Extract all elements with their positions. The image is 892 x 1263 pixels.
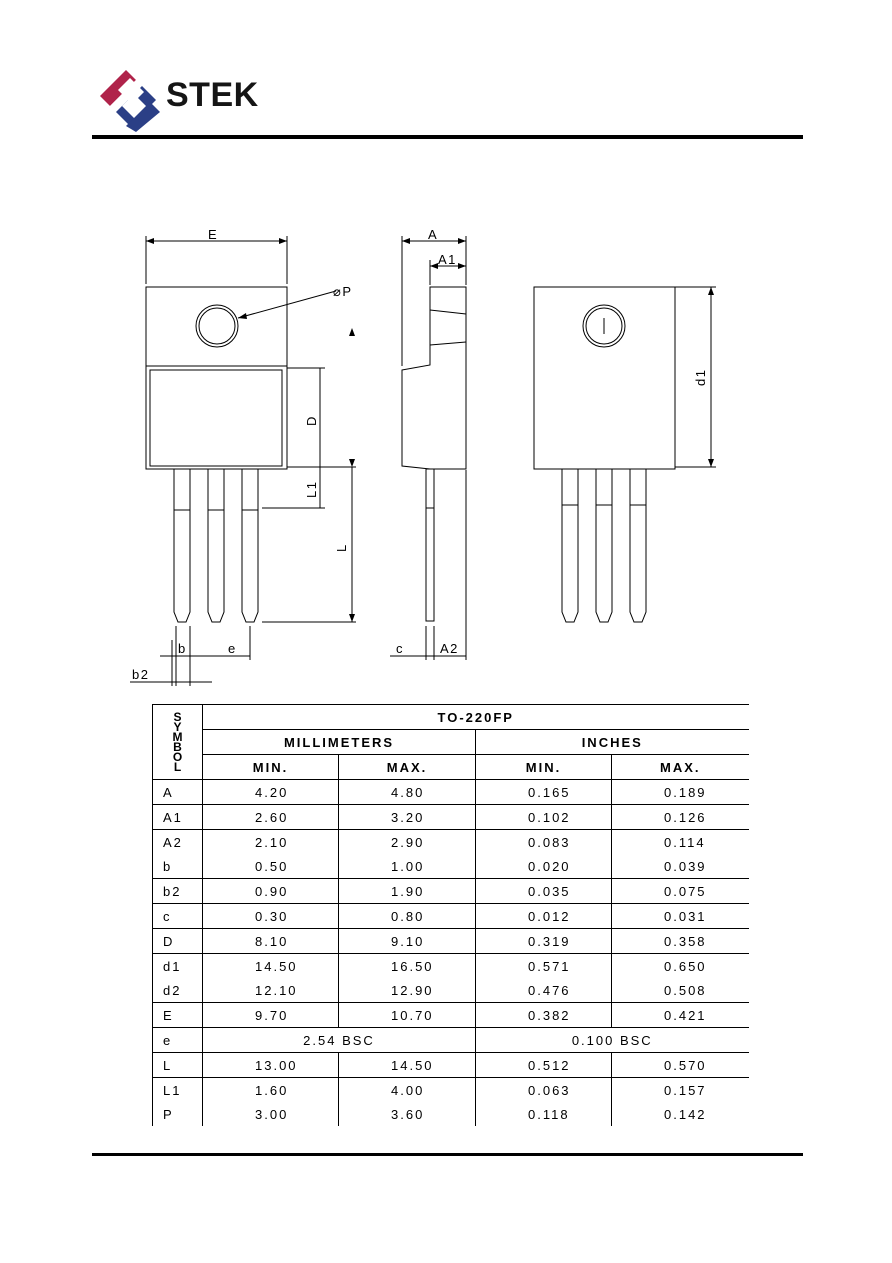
package-drawing: E ⌀P D L1 L b e b2 A A1 c A2 d1	[130, 227, 716, 686]
table-row: b2 0.90 1.90 0.035 0.075	[152, 878, 749, 904]
label-phiP: ⌀P	[333, 284, 353, 299]
table-row: A2 2.10 2.90 0.083 0.114	[152, 829, 749, 854]
col-mm-max: MAX.	[338, 754, 476, 780]
col-in-min: MIN.	[475, 754, 612, 780]
col-in-max: MAX.	[611, 754, 749, 780]
label-c: c	[396, 641, 404, 656]
table-row: A 4.20 4.80 0.165 0.189	[152, 779, 749, 805]
label-A: A	[428, 227, 438, 242]
table-row: P 3.00 3.60 0.118 0.142	[152, 1102, 749, 1126]
side-body	[401, 286, 467, 470]
front-body	[145, 286, 288, 470]
table-row: d1 14.50 16.50 0.571 0.650	[152, 953, 749, 978]
unit-mm: MILLIMETERS	[202, 729, 476, 755]
label-D: D	[304, 415, 319, 426]
label-d1: d1	[693, 369, 708, 386]
header-rule	[92, 135, 803, 139]
table-row: b 0.50 1.00 0.020 0.039	[152, 854, 749, 879]
label-L: L	[334, 543, 349, 552]
col-mm-min: MIN.	[202, 754, 339, 780]
front-die-window	[149, 369, 283, 467]
table-row: d2 12.10 12.90 0.476 0.508	[152, 978, 749, 1003]
rear-leads	[561, 469, 647, 623]
label-A1: A1	[438, 252, 457, 267]
table-row: D 8.10 9.10 0.319 0.358	[152, 928, 749, 954]
front-leads	[173, 469, 259, 623]
unit-in: INCHES	[475, 729, 749, 755]
label-E: E	[208, 227, 218, 242]
label-L1: L1	[304, 481, 319, 498]
side-lead	[425, 468, 435, 622]
table-row: A1 2.60 3.20 0.102 0.126	[152, 804, 749, 830]
footer-rule	[92, 1153, 803, 1156]
brand-name: STEK	[166, 76, 259, 114]
stek-logo-icon	[100, 70, 160, 132]
table-row: c 0.30 0.80 0.012 0.031	[152, 903, 749, 929]
label-e: e	[228, 641, 237, 656]
table-row: e 2.54 BSC 0.100 BSC	[152, 1027, 749, 1053]
label-b: b	[178, 641, 187, 656]
table-row: L1 1.60 4.00 0.063 0.157	[152, 1077, 749, 1102]
rear-body	[533, 286, 676, 470]
label-b2: b2	[132, 667, 149, 682]
package-title: TO-220FP	[202, 704, 749, 730]
mount-hole	[195, 304, 239, 348]
label-A2: A2	[440, 641, 459, 656]
table-row: E 9.70 10.70 0.382 0.421	[152, 1002, 749, 1028]
table-row: L 13.00 14.50 0.512 0.570	[152, 1052, 749, 1078]
